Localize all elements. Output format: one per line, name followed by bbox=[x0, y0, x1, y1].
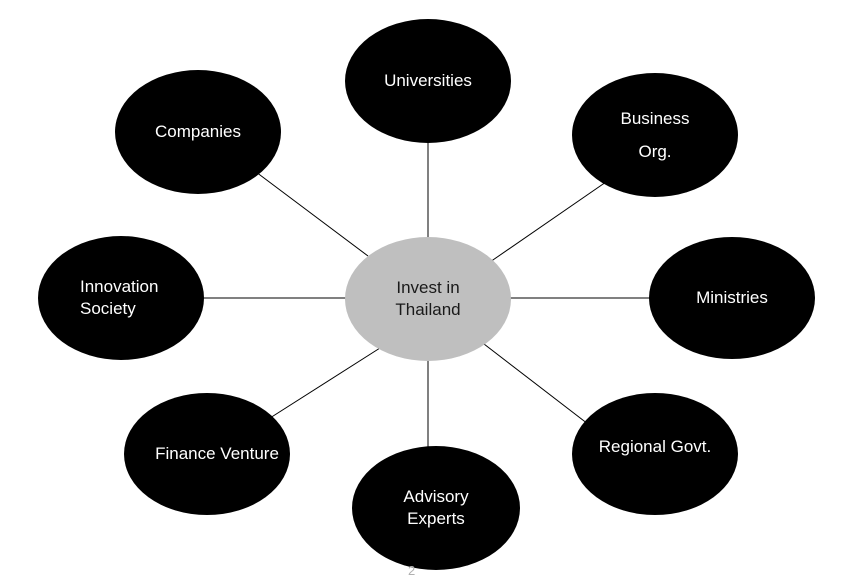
node-universities: Universities bbox=[345, 19, 511, 143]
connector-business bbox=[489, 181, 607, 263]
center-label-line-2: Thailand bbox=[395, 300, 461, 319]
node-label: Regional Govt. bbox=[598, 437, 712, 456]
node-label: Ministries bbox=[696, 288, 768, 307]
node-label-line-1: Business bbox=[620, 108, 690, 128]
connector-finance bbox=[269, 347, 381, 419]
node-innovation-society: Innovation Society bbox=[38, 236, 204, 360]
node-label-line-2: Society bbox=[80, 299, 136, 318]
node-label: Companies bbox=[155, 122, 241, 141]
node-companies: Companies bbox=[115, 70, 281, 194]
node-finance-venture: Finance Venture bbox=[124, 393, 290, 515]
node-label-line-1: Innovation bbox=[80, 277, 159, 296]
page-number: 2 bbox=[408, 563, 416, 578]
node-label: Finance Venture bbox=[155, 444, 279, 463]
node-label-line-2: Experts bbox=[407, 509, 465, 528]
center-label-line-1: Invest in bbox=[396, 278, 460, 297]
connector-companies bbox=[255, 171, 369, 257]
node-label: Universities bbox=[384, 71, 472, 90]
node-label-line-1: Advisory bbox=[403, 487, 469, 506]
node-label-line-2: Org. bbox=[638, 141, 672, 161]
node-invest-in-thailand: Invest in Thailand bbox=[345, 237, 511, 361]
node-regional-govt: Regional Govt. bbox=[572, 393, 738, 515]
connector-regional bbox=[483, 343, 589, 425]
node-business-org: Business Org. bbox=[572, 73, 738, 197]
node-advisory-experts: Advisory Experts bbox=[352, 446, 520, 570]
node-ministries: Ministries bbox=[649, 237, 815, 359]
